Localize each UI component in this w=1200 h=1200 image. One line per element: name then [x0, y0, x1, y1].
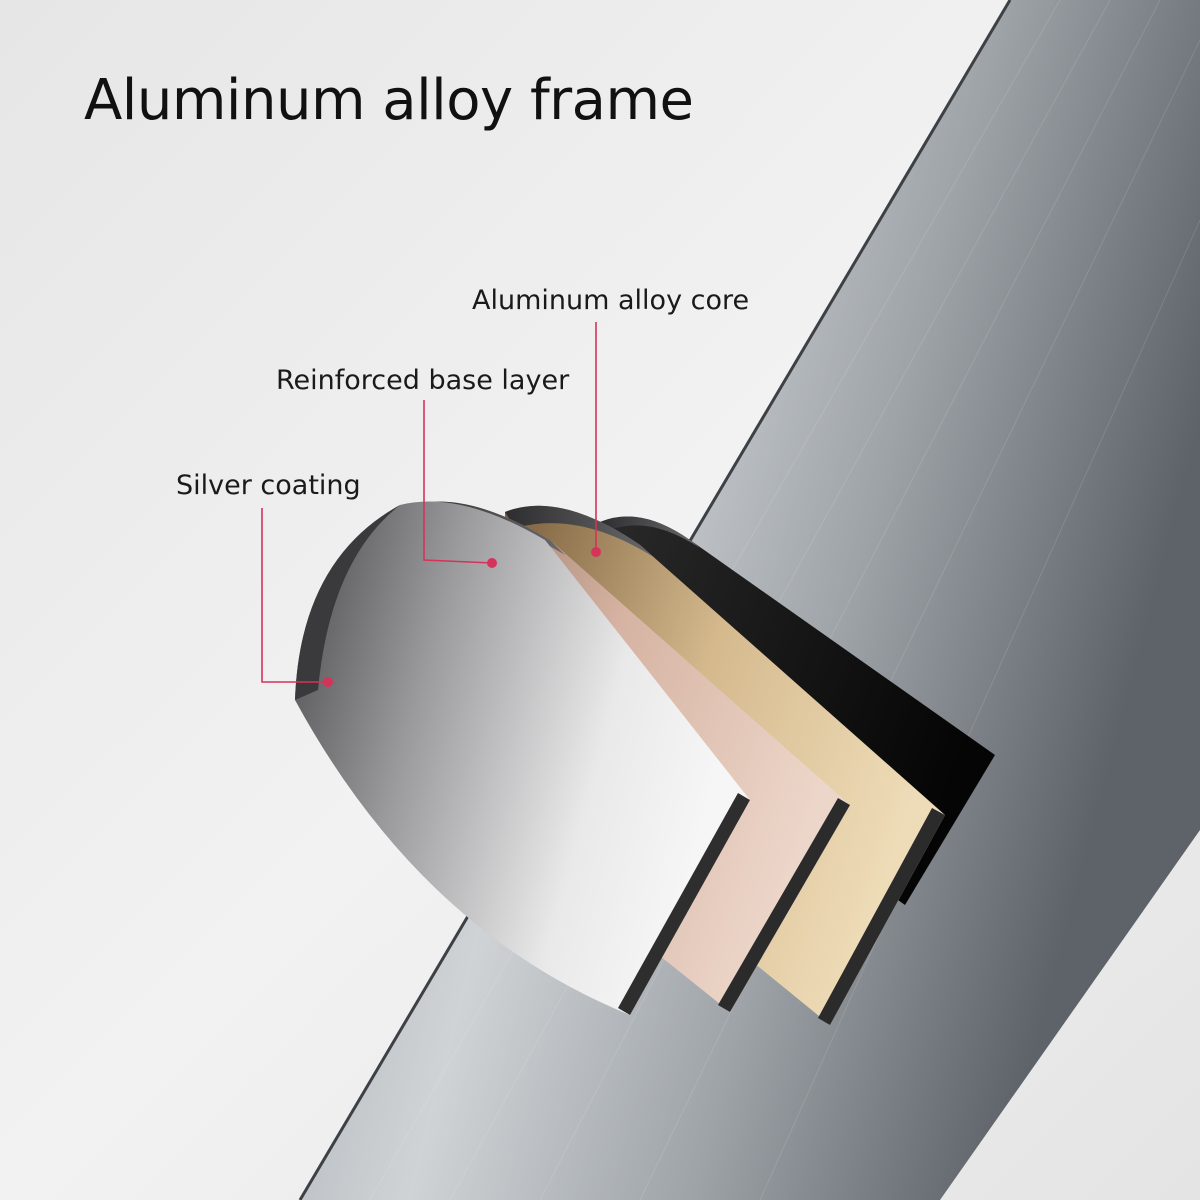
callout-dots [323, 547, 601, 687]
callout-lines [261, 322, 597, 683]
label-aluminum-alloy-core: Aluminum alloy core [472, 285, 750, 316]
callout-dot-core [591, 547, 601, 557]
label-reinforced-base-layer: Reinforced base layer [276, 365, 570, 396]
coating-layer [295, 501, 750, 1015]
callout-dot-coating [323, 677, 333, 687]
callout-line-coating [261, 508, 328, 683]
callout-dot-base [487, 558, 497, 568]
label-silver-coating: Silver coating [176, 470, 361, 501]
diagram-title: Aluminum alloy frame [84, 68, 694, 133]
callout-line-base [423, 400, 493, 564]
